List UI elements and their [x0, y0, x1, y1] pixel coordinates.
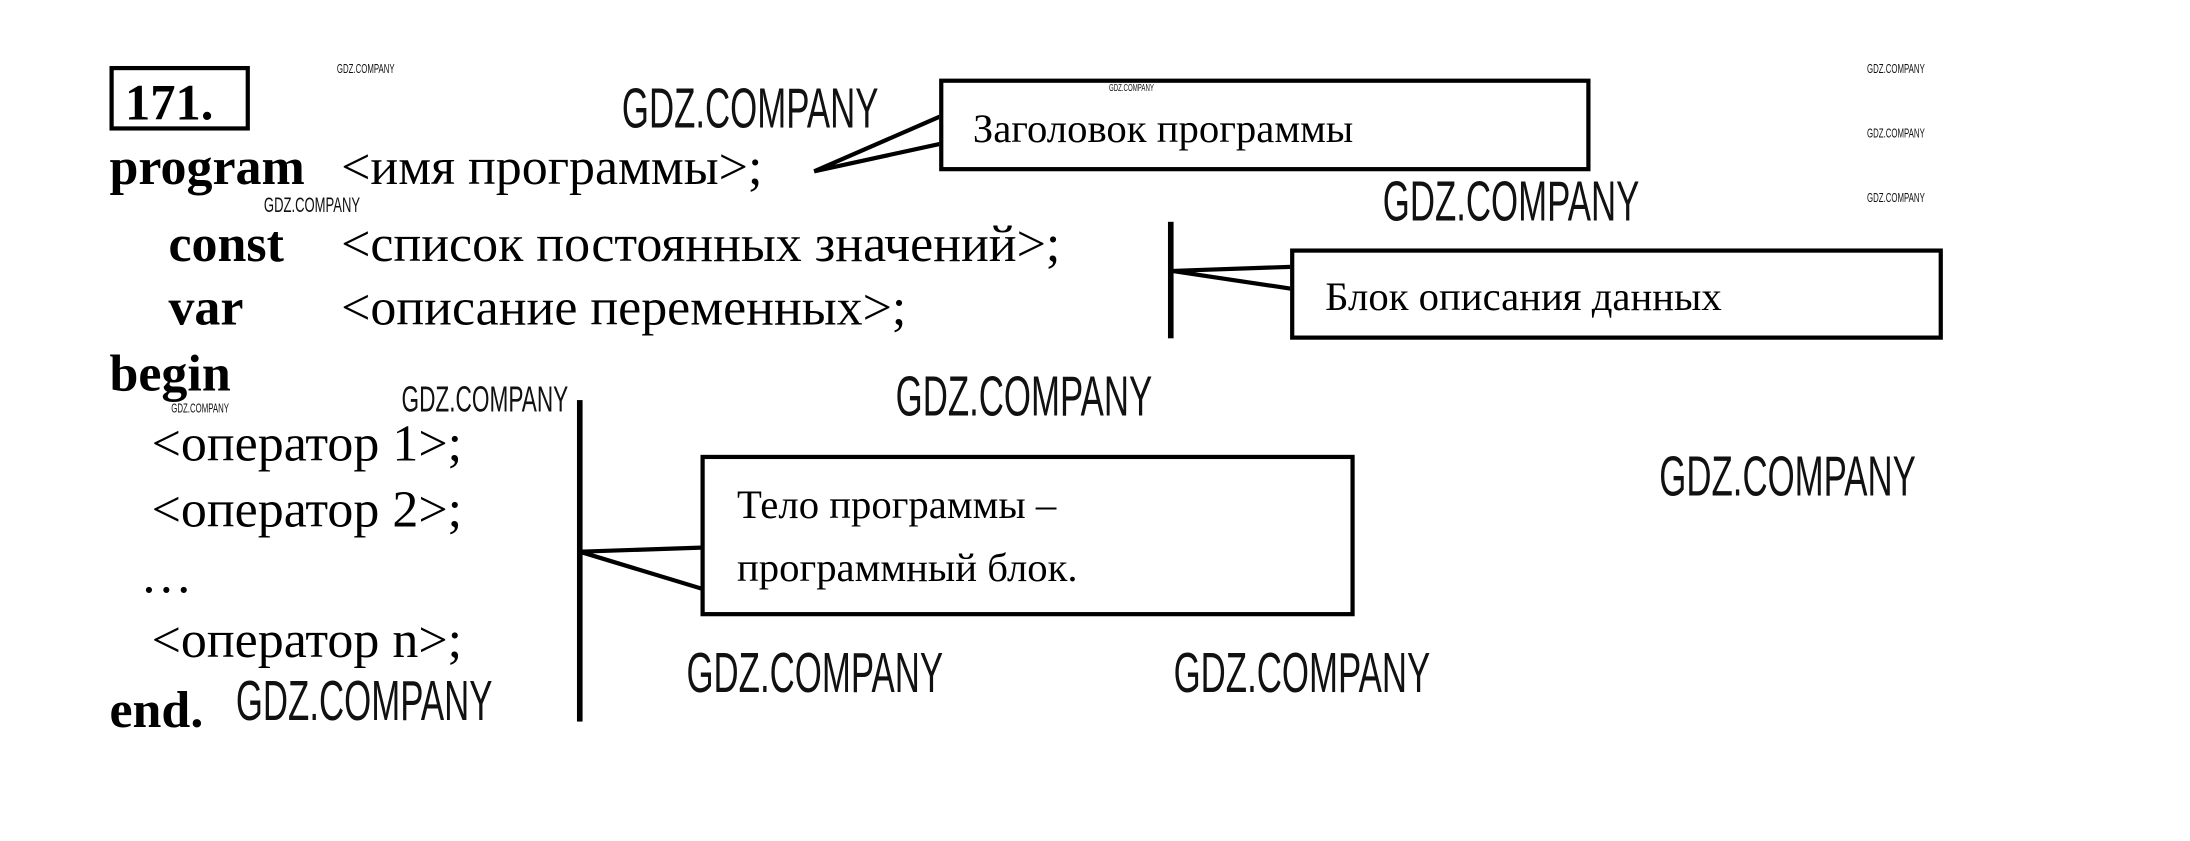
- callout-body-line2: программный блок.: [736, 546, 1078, 591]
- var-description: <описание переменных>;: [341, 279, 907, 337]
- watermark: GDZ.COMPANY: [1867, 61, 1925, 76]
- operator-n: <оператор n>;: [151, 612, 463, 670]
- keyword-begin: begin: [109, 345, 231, 403]
- watermark: GDZ.COMPANY: [621, 78, 879, 141]
- callout-body: Тело программы – программный блок.: [700, 454, 1355, 617]
- body-bracket: [576, 400, 583, 722]
- callout-header-text: Заголовок программы: [972, 106, 1354, 152]
- callout-body-line1: Тело программы –: [736, 482, 1057, 528]
- data-block-bracket: [1167, 221, 1174, 339]
- callout-data-block: Блок описания данных: [1290, 248, 1943, 340]
- watermark: GDZ.COMPANY: [263, 193, 361, 218]
- operator-1: <оператор 1>;: [151, 415, 463, 474]
- watermark: GDZ.COMPANY: [1867, 126, 1925, 141]
- watermark: GDZ.COMPANY: [1867, 190, 1925, 205]
- watermark: GDZ.COMPANY: [1173, 642, 1431, 705]
- watermark: GDZ.COMPANY: [336, 61, 395, 76]
- operator-2: <оператор 2>;: [151, 481, 463, 540]
- body-pointer: [579, 545, 707, 593]
- watermark: GDZ.COMPANY: [171, 401, 230, 416]
- keyword-const: const: [168, 216, 284, 274]
- data-block-pointer: [1171, 264, 1297, 292]
- program-name: <имя программы>;: [341, 138, 763, 197]
- callout-data-block-text: Блок описания данных: [1325, 275, 1722, 321]
- watermark: GDZ.COMPANY: [235, 671, 493, 733]
- callout-header: Заголовок программы: [939, 78, 1591, 172]
- watermark: GDZ.COMPANY: [1382, 171, 1640, 234]
- exercise-number: 171.: [124, 74, 214, 131]
- watermark: GDZ.COMPANY: [1109, 84, 1154, 95]
- watermark: GDZ.COMPANY: [401, 377, 569, 420]
- ellipsis: …: [140, 547, 193, 606]
- const-list: <список постоянных значений>;: [341, 216, 1061, 274]
- watermark: GDZ.COMPANY: [1659, 446, 1916, 509]
- keyword-program: program: [109, 138, 305, 197]
- keyword-end: end.: [109, 682, 204, 740]
- exercise-number-box: 171.: [109, 65, 250, 131]
- keyword-var: var: [168, 279, 244, 337]
- watermark: GDZ.COMPANY: [686, 642, 944, 705]
- watermark: GDZ.COMPANY: [895, 366, 1153, 429]
